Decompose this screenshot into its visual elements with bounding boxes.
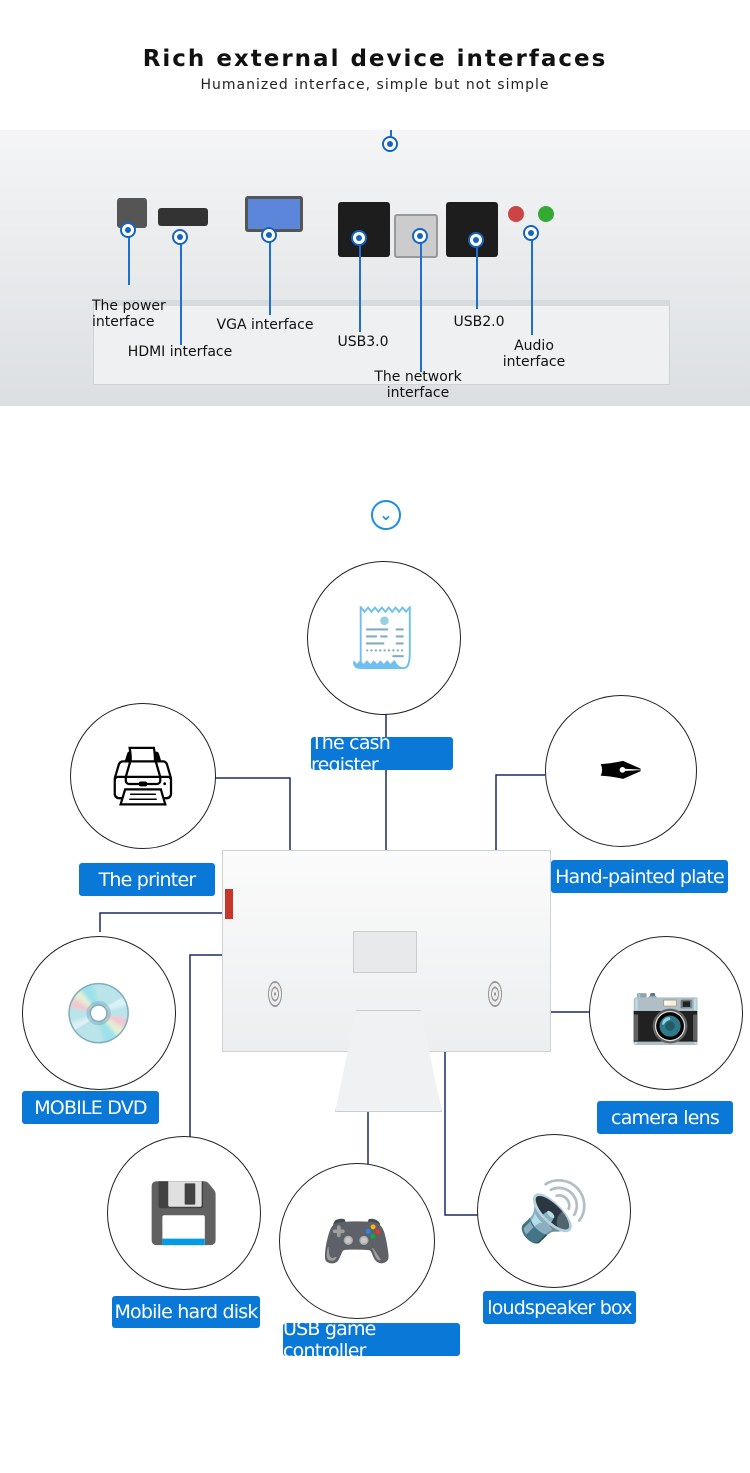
- dvd-image: 💿: [22, 936, 176, 1090]
- tablet-label: Hand-painted plate: [551, 860, 728, 893]
- audio-mic-port: [508, 206, 524, 222]
- network-interface-label: The network interface: [374, 369, 462, 401]
- ports-panel: The power interface HDMI interface VGA i…: [0, 130, 750, 406]
- vga-interface-label: VGA interface: [216, 317, 314, 333]
- audio-interface-label: Audio interface: [502, 338, 566, 370]
- power-interface-label: The power interface: [92, 298, 166, 330]
- line-dvd: [99, 912, 222, 932]
- audio-out-port: [538, 206, 554, 222]
- hard-disk-image: 💾: [107, 1136, 261, 1290]
- pointer-dot-icon: [382, 136, 398, 152]
- hard-disk-label: Mobile hard disk: [112, 1296, 260, 1328]
- usb3-port: [338, 202, 390, 257]
- page-subtitle: Humanized interface, simple but not simp…: [200, 77, 550, 93]
- chevron-down-icon: ⌄: [371, 500, 401, 530]
- speaker-image: 🔊: [477, 1134, 631, 1288]
- controller-label: USB game controller: [283, 1318, 460, 1362]
- controller-image: 🎮: [279, 1163, 435, 1319]
- monitor-bottom-bezel: [93, 300, 670, 385]
- hdmi-port: [158, 208, 208, 226]
- usb3-label: USB3.0: [337, 334, 389, 350]
- cash-register-label: The cash register: [311, 732, 453, 776]
- usb2-port: [446, 202, 498, 257]
- page-title: Rich external device interfaces: [142, 46, 608, 72]
- tablet-image: ✒: [545, 695, 697, 847]
- brand-logo: [225, 889, 233, 919]
- camera-image: 📷: [589, 936, 743, 1090]
- line-hard-disk: [189, 954, 222, 1137]
- monitor-stand: [335, 1010, 442, 1112]
- hdmi-interface-label: HDMI interface: [127, 344, 233, 360]
- camera-label: camera lens: [597, 1101, 733, 1134]
- printer-label: The printer: [79, 863, 215, 896]
- line-printer: [214, 777, 291, 850]
- printer-image: 🖨: [70, 703, 216, 849]
- usb2-label: USB2.0: [453, 314, 505, 330]
- speaker-label: loudspeaker box: [483, 1291, 636, 1324]
- line-tablet: [495, 774, 545, 850]
- cash-register-image: 🧾: [307, 561, 461, 715]
- dvd-label: MOBILE DVD: [22, 1091, 159, 1124]
- line-speaker: [444, 1050, 478, 1216]
